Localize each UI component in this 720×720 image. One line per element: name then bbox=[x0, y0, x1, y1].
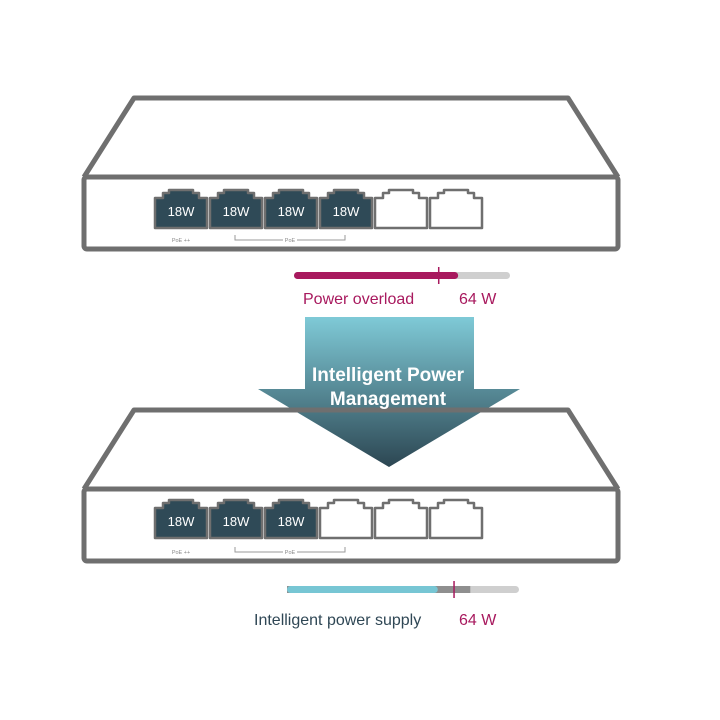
top-port-4 bbox=[318, 188, 374, 230]
top-port-4-label: 18W bbox=[333, 204, 360, 219]
bottom-port-4 bbox=[318, 498, 374, 540]
top-port-1 bbox=[153, 188, 209, 230]
top-port-5 bbox=[373, 188, 429, 230]
bottom-port-3-label: 18W bbox=[278, 514, 305, 529]
top-poe-plus-label: PoE ++ bbox=[172, 238, 190, 244]
bottom-port-1 bbox=[153, 498, 209, 540]
bottom-port-2-label: 18W bbox=[223, 514, 250, 529]
arrow-caption-line1: Intelligent Power bbox=[311, 365, 465, 386]
top-port-3 bbox=[263, 188, 319, 230]
top-poe-label: PoE bbox=[285, 238, 296, 244]
top-port-1-label: 18W bbox=[168, 204, 195, 219]
bottom-switch-lid bbox=[81, 407, 621, 491]
overload-power-bar bbox=[294, 267, 510, 284]
top-port-group: 18W 18W 18W 18W bbox=[153, 188, 484, 230]
overload-bar-fill bbox=[294, 272, 459, 279]
bottom-port-1-label: 18W bbox=[168, 514, 195, 529]
bottom-poe-label: PoE bbox=[285, 550, 296, 556]
bottom-port-5 bbox=[373, 498, 429, 540]
supply-bar-fill bbox=[287, 586, 438, 593]
top-port-2-label: 18W bbox=[223, 204, 250, 219]
arrow-caption: Intelligent Power Management bbox=[300, 364, 476, 412]
overload-label: Power overload bbox=[303, 291, 415, 308]
bottom-port-3 bbox=[263, 498, 319, 540]
arrow-caption-line2: Management bbox=[329, 389, 447, 410]
supply-power-bar bbox=[287, 581, 519, 598]
bottom-port-group: 18W 18W 18W bbox=[153, 498, 484, 540]
top-port-6 bbox=[428, 188, 484, 230]
top-port-3-label: 18W bbox=[278, 204, 305, 219]
top-switch-lid bbox=[81, 95, 621, 179]
overload-value: 64 W bbox=[459, 291, 497, 308]
supply-label: Intelligent power supply bbox=[254, 612, 422, 629]
bottom-port-2 bbox=[208, 498, 264, 540]
bottom-poe-plus-label: PoE ++ bbox=[172, 550, 190, 556]
top-port-2 bbox=[208, 188, 264, 230]
down-arrow-icon bbox=[258, 317, 520, 467]
top-switch: 18W 18W 18W 18W PoE ++ PoE bbox=[81, 95, 621, 252]
bottom-switch: 18W 18W 18W PoE ++ PoE bbox=[81, 407, 621, 564]
bottom-port-6 bbox=[428, 498, 484, 540]
supply-value: 64 W bbox=[459, 612, 497, 629]
